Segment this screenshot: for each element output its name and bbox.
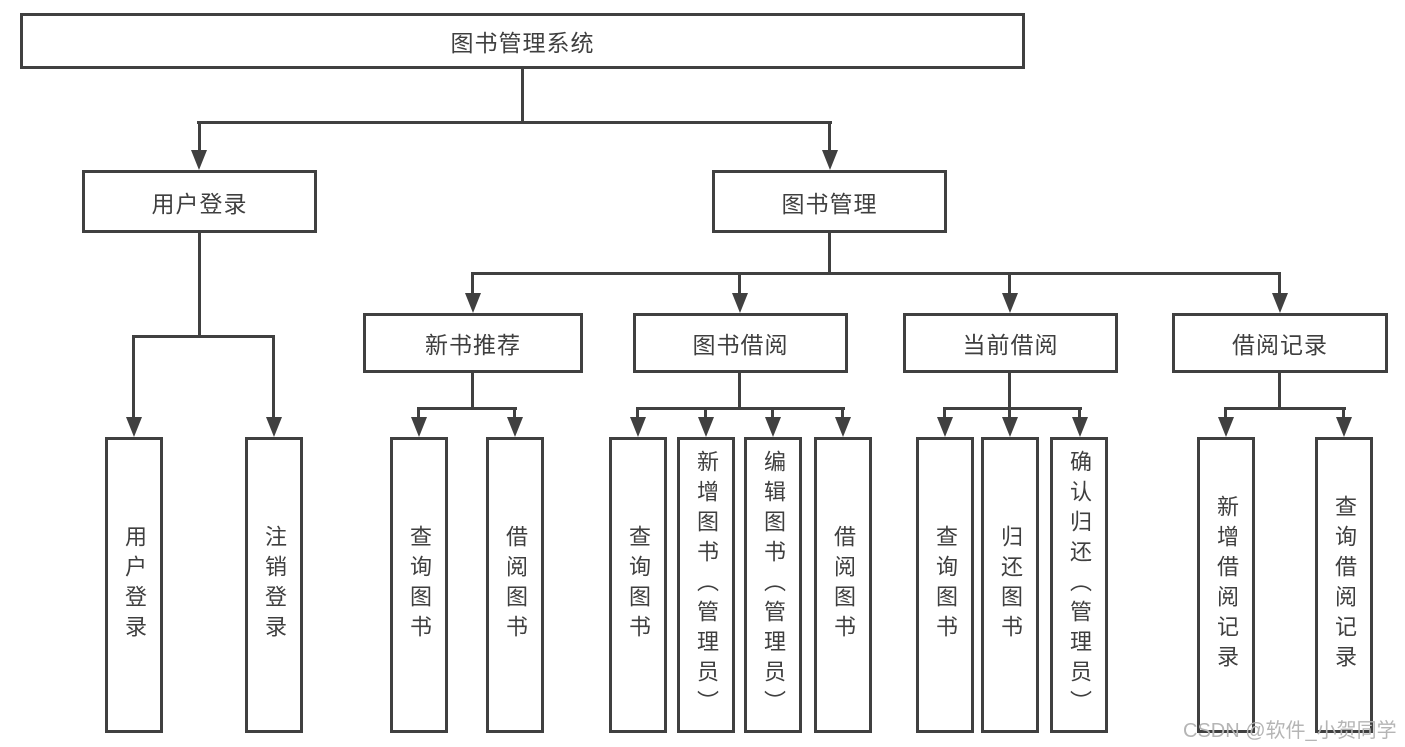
connector-hline [197,121,832,124]
node-label: 确认归还（管理员） [1067,450,1092,720]
node-label: 查询图书 [933,525,958,645]
arrow-down-icon [937,417,953,437]
arrow-down-icon [732,293,748,313]
arrow-down-icon [1272,293,1288,313]
leaf-logout: 注销登录 [245,437,303,733]
arrow-down-icon [765,417,781,437]
connector-vline [132,335,135,419]
arrow-down-icon [465,293,481,313]
connector-vline [417,407,420,420]
arrow-down-icon [1336,417,1352,437]
arrow-down-icon [1072,417,1088,437]
connector-hline [943,407,1082,410]
node-label: 查询借阅记录 [1332,495,1357,675]
arrow-down-icon [191,150,207,170]
connector-vline [1278,373,1281,410]
connector-vline [513,407,516,420]
arrow-down-icon [630,417,646,437]
connector-vline [1008,407,1011,420]
node-label: 新增图书（管理员） [694,450,719,720]
arrow-down-icon [698,417,714,437]
arrow-down-icon [411,417,427,437]
node-label: 注销登录 [262,525,287,645]
leaf-query-borrow-record: 查询借阅记录 [1315,437,1373,733]
connector-vline [1078,407,1081,420]
node-label: 归还图书 [998,525,1023,645]
connector-vline [1342,407,1345,420]
arrow-down-icon [1002,417,1018,437]
arrow-down-icon [507,417,523,437]
arrow-down-icon [266,417,282,437]
connector-vline [1278,272,1281,295]
connector-vline [738,373,741,410]
leaf-query-books-recommend: 查询图书 [390,437,448,733]
connector-vline [943,407,946,420]
leaf-add-book-admin: 新增图书（管理员） [677,437,735,733]
leaf-edit-book-admin: 编辑图书（管理员） [744,437,802,733]
connector-vline [521,69,524,123]
connector-vline [704,407,707,420]
arrow-down-icon [1218,417,1234,437]
node-label: 当前借阅 [962,332,1059,358]
node-label: 查询图书 [626,525,651,645]
connector-vline [738,272,741,295]
leaf-query-books-borrowing: 查询图书 [609,437,667,733]
leaf-confirm-return-admin: 确认归还（管理员） [1050,437,1108,733]
connector-vline [198,233,201,337]
leaf-return-books: 归还图书 [981,437,1039,733]
node-label: 借阅图书 [831,525,856,645]
leaf-query-books-current: 查询图书 [916,437,974,733]
node-current-borrowing: 当前借阅 [903,313,1118,373]
arrow-down-icon [1002,293,1018,313]
node-label: 图书管理 [781,190,878,217]
arrow-down-icon [822,150,838,170]
arrow-down-icon [835,417,851,437]
connector-hline [1224,407,1346,410]
connector-hline [417,407,517,410]
connector-vline [1224,407,1227,420]
node-label: 借阅记录 [1232,332,1328,358]
connector-vline [828,233,831,274]
connector-vline [471,373,474,410]
connector-vline [1008,272,1011,295]
node-label: 用户登录 [122,525,147,645]
connector-hline [132,335,275,338]
node-label: 编辑图书（管理员） [761,450,786,720]
node-new-book-recommend: 新书推荐 [363,313,583,373]
connector-vline [771,407,774,420]
leaf-user-login: 用户登录 [105,437,163,733]
leaf-borrow-books-recommend: 借阅图书 [486,437,544,733]
node-label: 查询图书 [407,525,432,645]
node-library-system: 图书管理系统 [20,13,1025,69]
connector-hline [471,272,1281,275]
arrow-down-icon [126,417,142,437]
node-book-borrowing: 图书借阅 [633,313,848,373]
node-user-login: 用户登录 [82,170,317,233]
node-borrowing-records: 借阅记录 [1172,313,1388,373]
connector-hline [636,407,845,410]
leaf-add-borrow-record: 新增借阅记录 [1197,437,1255,733]
node-book-management: 图书管理 [712,170,947,233]
connector-vline [272,335,275,419]
connector-vline [198,121,201,151]
node-label: 用户登录 [151,190,248,217]
leaf-borrow-books: 借阅图书 [814,437,872,733]
connector-vline [471,272,474,295]
csdn-watermark: CSDN @软件_小贺同学 [1183,720,1397,742]
node-label: 新增借阅记录 [1214,495,1239,675]
node-label: 图书管理系统 [450,30,595,56]
node-label: 借阅图书 [503,525,528,645]
node-label: 图书借阅 [692,332,789,358]
connector-vline [636,407,639,420]
connector-vline [841,407,844,420]
connector-vline [1008,373,1011,410]
connector-vline [828,121,831,151]
node-label: 新书推荐 [425,332,521,358]
